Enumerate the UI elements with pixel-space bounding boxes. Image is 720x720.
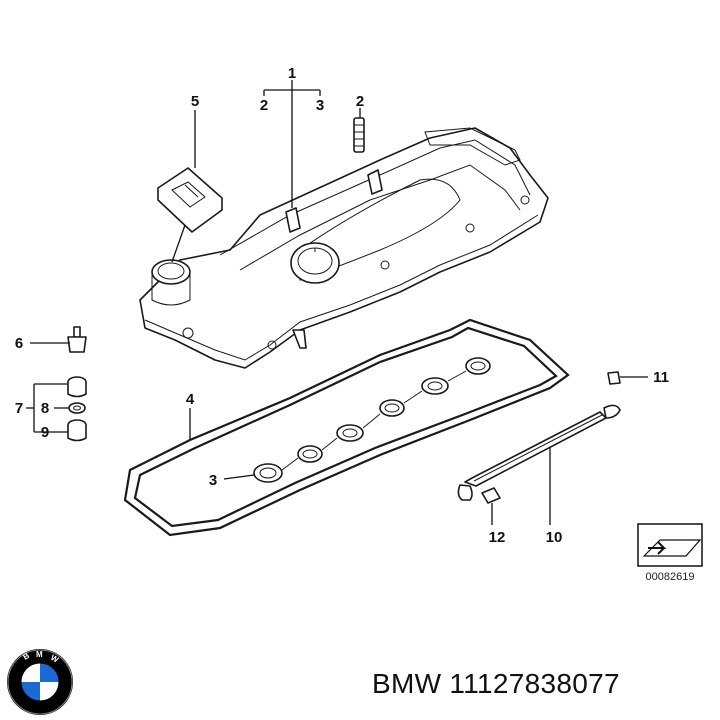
callout-2-stud: 2 bbox=[356, 93, 364, 110]
callout-12: 12 bbox=[489, 529, 506, 546]
svg-text:B: B bbox=[22, 651, 32, 662]
callout-6: 6 bbox=[15, 335, 23, 352]
ground-strap bbox=[457, 404, 621, 501]
callout-8: 8 bbox=[41, 400, 49, 417]
valve-cover bbox=[139, 127, 549, 369]
callout-3-top: 3 bbox=[316, 97, 324, 114]
svg-text:M: M bbox=[36, 650, 43, 659]
stud-bolt bbox=[353, 117, 365, 153]
callout-9: 9 bbox=[41, 424, 49, 441]
bmw-logo: B M W bbox=[7, 649, 73, 715]
valve-cover-gasket bbox=[123, 318, 570, 537]
nut-part-11 bbox=[607, 371, 621, 385]
spark-plug-seals bbox=[253, 357, 491, 483]
callout-7: 7 bbox=[15, 400, 23, 417]
sleeve-part-9 bbox=[67, 419, 87, 442]
part-number-label: BMW 11127838077 bbox=[372, 668, 620, 700]
reference-code: 00082619 bbox=[646, 571, 695, 583]
bolt-part-12 bbox=[481, 487, 501, 504]
callout-5: 5 bbox=[191, 93, 199, 110]
screw-part-6 bbox=[67, 326, 87, 353]
reference-symbol bbox=[637, 523, 703, 567]
oil-filler-cap bbox=[157, 167, 223, 233]
callout-4: 4 bbox=[186, 391, 195, 408]
callout-1: 1 bbox=[288, 65, 296, 82]
leader-lines bbox=[26, 80, 648, 525]
brand-name: BMW bbox=[372, 668, 442, 699]
grommet-part-7 bbox=[67, 376, 87, 398]
washer-part-8 bbox=[68, 402, 86, 414]
callout-11: 11 bbox=[653, 369, 669, 386]
callout-3-seal: 3 bbox=[209, 472, 217, 489]
part-number: 11127838077 bbox=[449, 668, 620, 699]
callout-2-left: 2 bbox=[260, 97, 268, 114]
svg-text:W: W bbox=[49, 653, 60, 665]
callout-10: 10 bbox=[546, 529, 563, 546]
